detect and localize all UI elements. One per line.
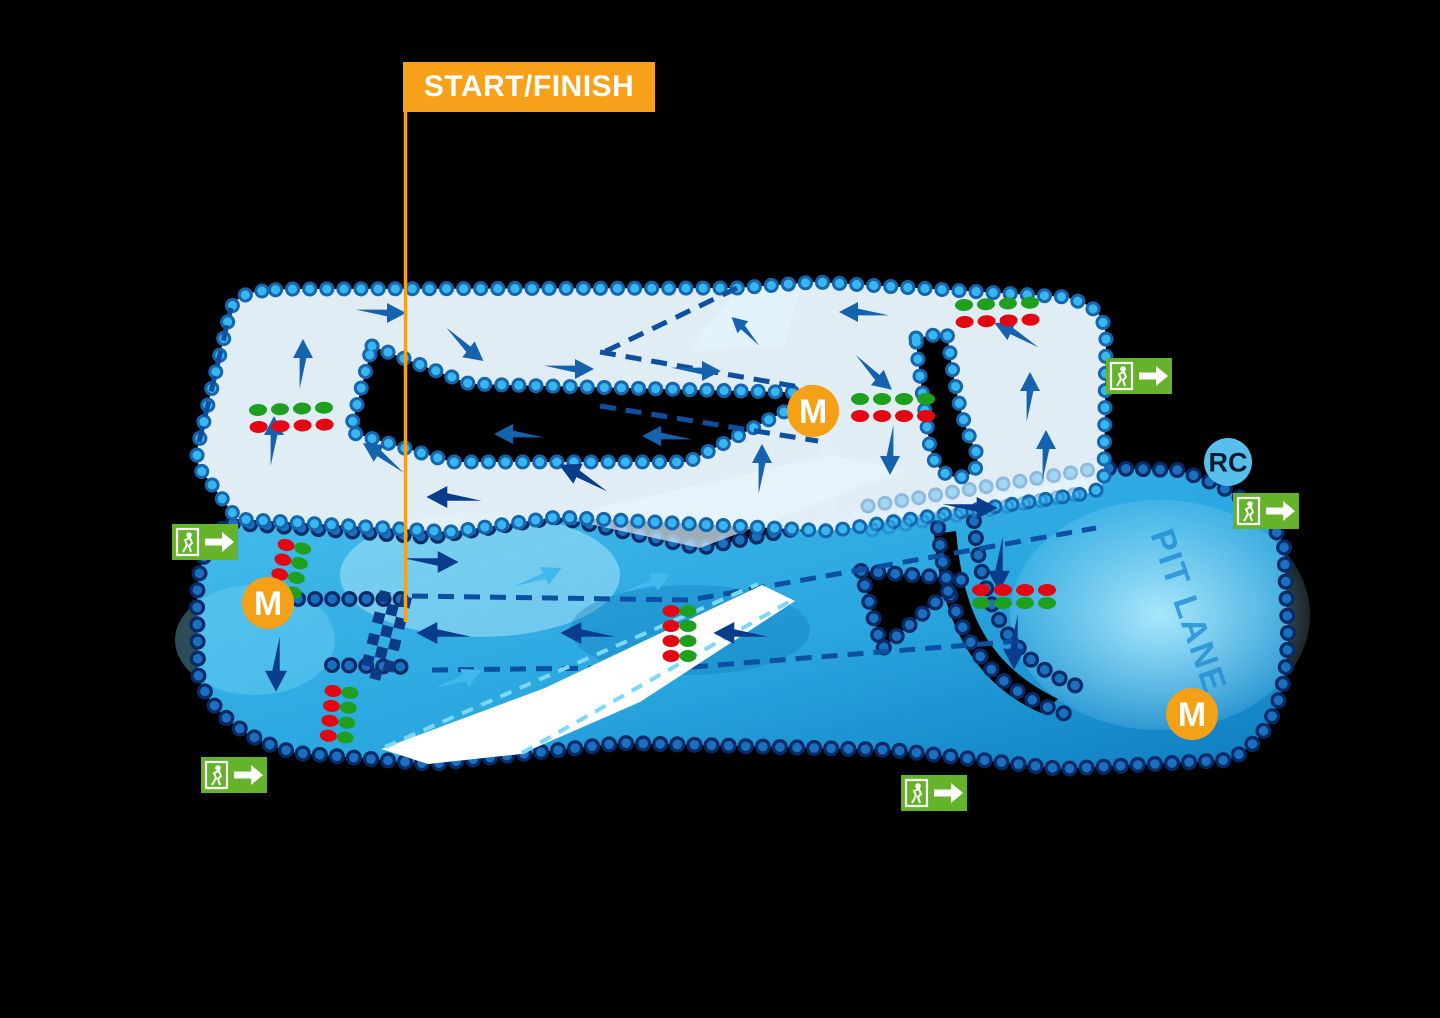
marshal-circle	[242, 577, 294, 629]
marshal-circle	[787, 385, 839, 437]
race-control-label: RC	[1209, 448, 1248, 478]
marshal-circle	[1166, 688, 1218, 740]
marshal-label: M	[1178, 696, 1206, 734]
marshal-post-marker: M	[787, 385, 839, 437]
dashed-edge	[196, 307, 234, 443]
emergency-exit-sign	[199, 755, 269, 795]
lower-level-highlight	[175, 585, 335, 695]
dashed-edge	[411, 525, 1097, 603]
marshal-post-marker: M	[1166, 688, 1218, 740]
emergency-exit-sign	[170, 522, 240, 562]
dashed-edge	[599, 403, 819, 444]
marshal-label: M	[799, 393, 827, 431]
emergency-exit-sign	[899, 773, 969, 813]
marshal-label: M	[254, 585, 282, 623]
race-control-marker: RC	[1204, 438, 1252, 486]
start-finish-label-text: START/FINISH	[423, 70, 635, 103]
dashed-edge-ramp	[521, 597, 795, 755]
start-finish-label: START/FINISH	[403, 62, 655, 112]
race-control-circle	[1204, 438, 1252, 486]
emergency-exit-sign	[1231, 491, 1301, 531]
marshal-post-marker: M	[242, 577, 294, 629]
pit-lane-surface-highlight	[1010, 500, 1310, 730]
emergency-exit-sign	[1104, 356, 1174, 396]
